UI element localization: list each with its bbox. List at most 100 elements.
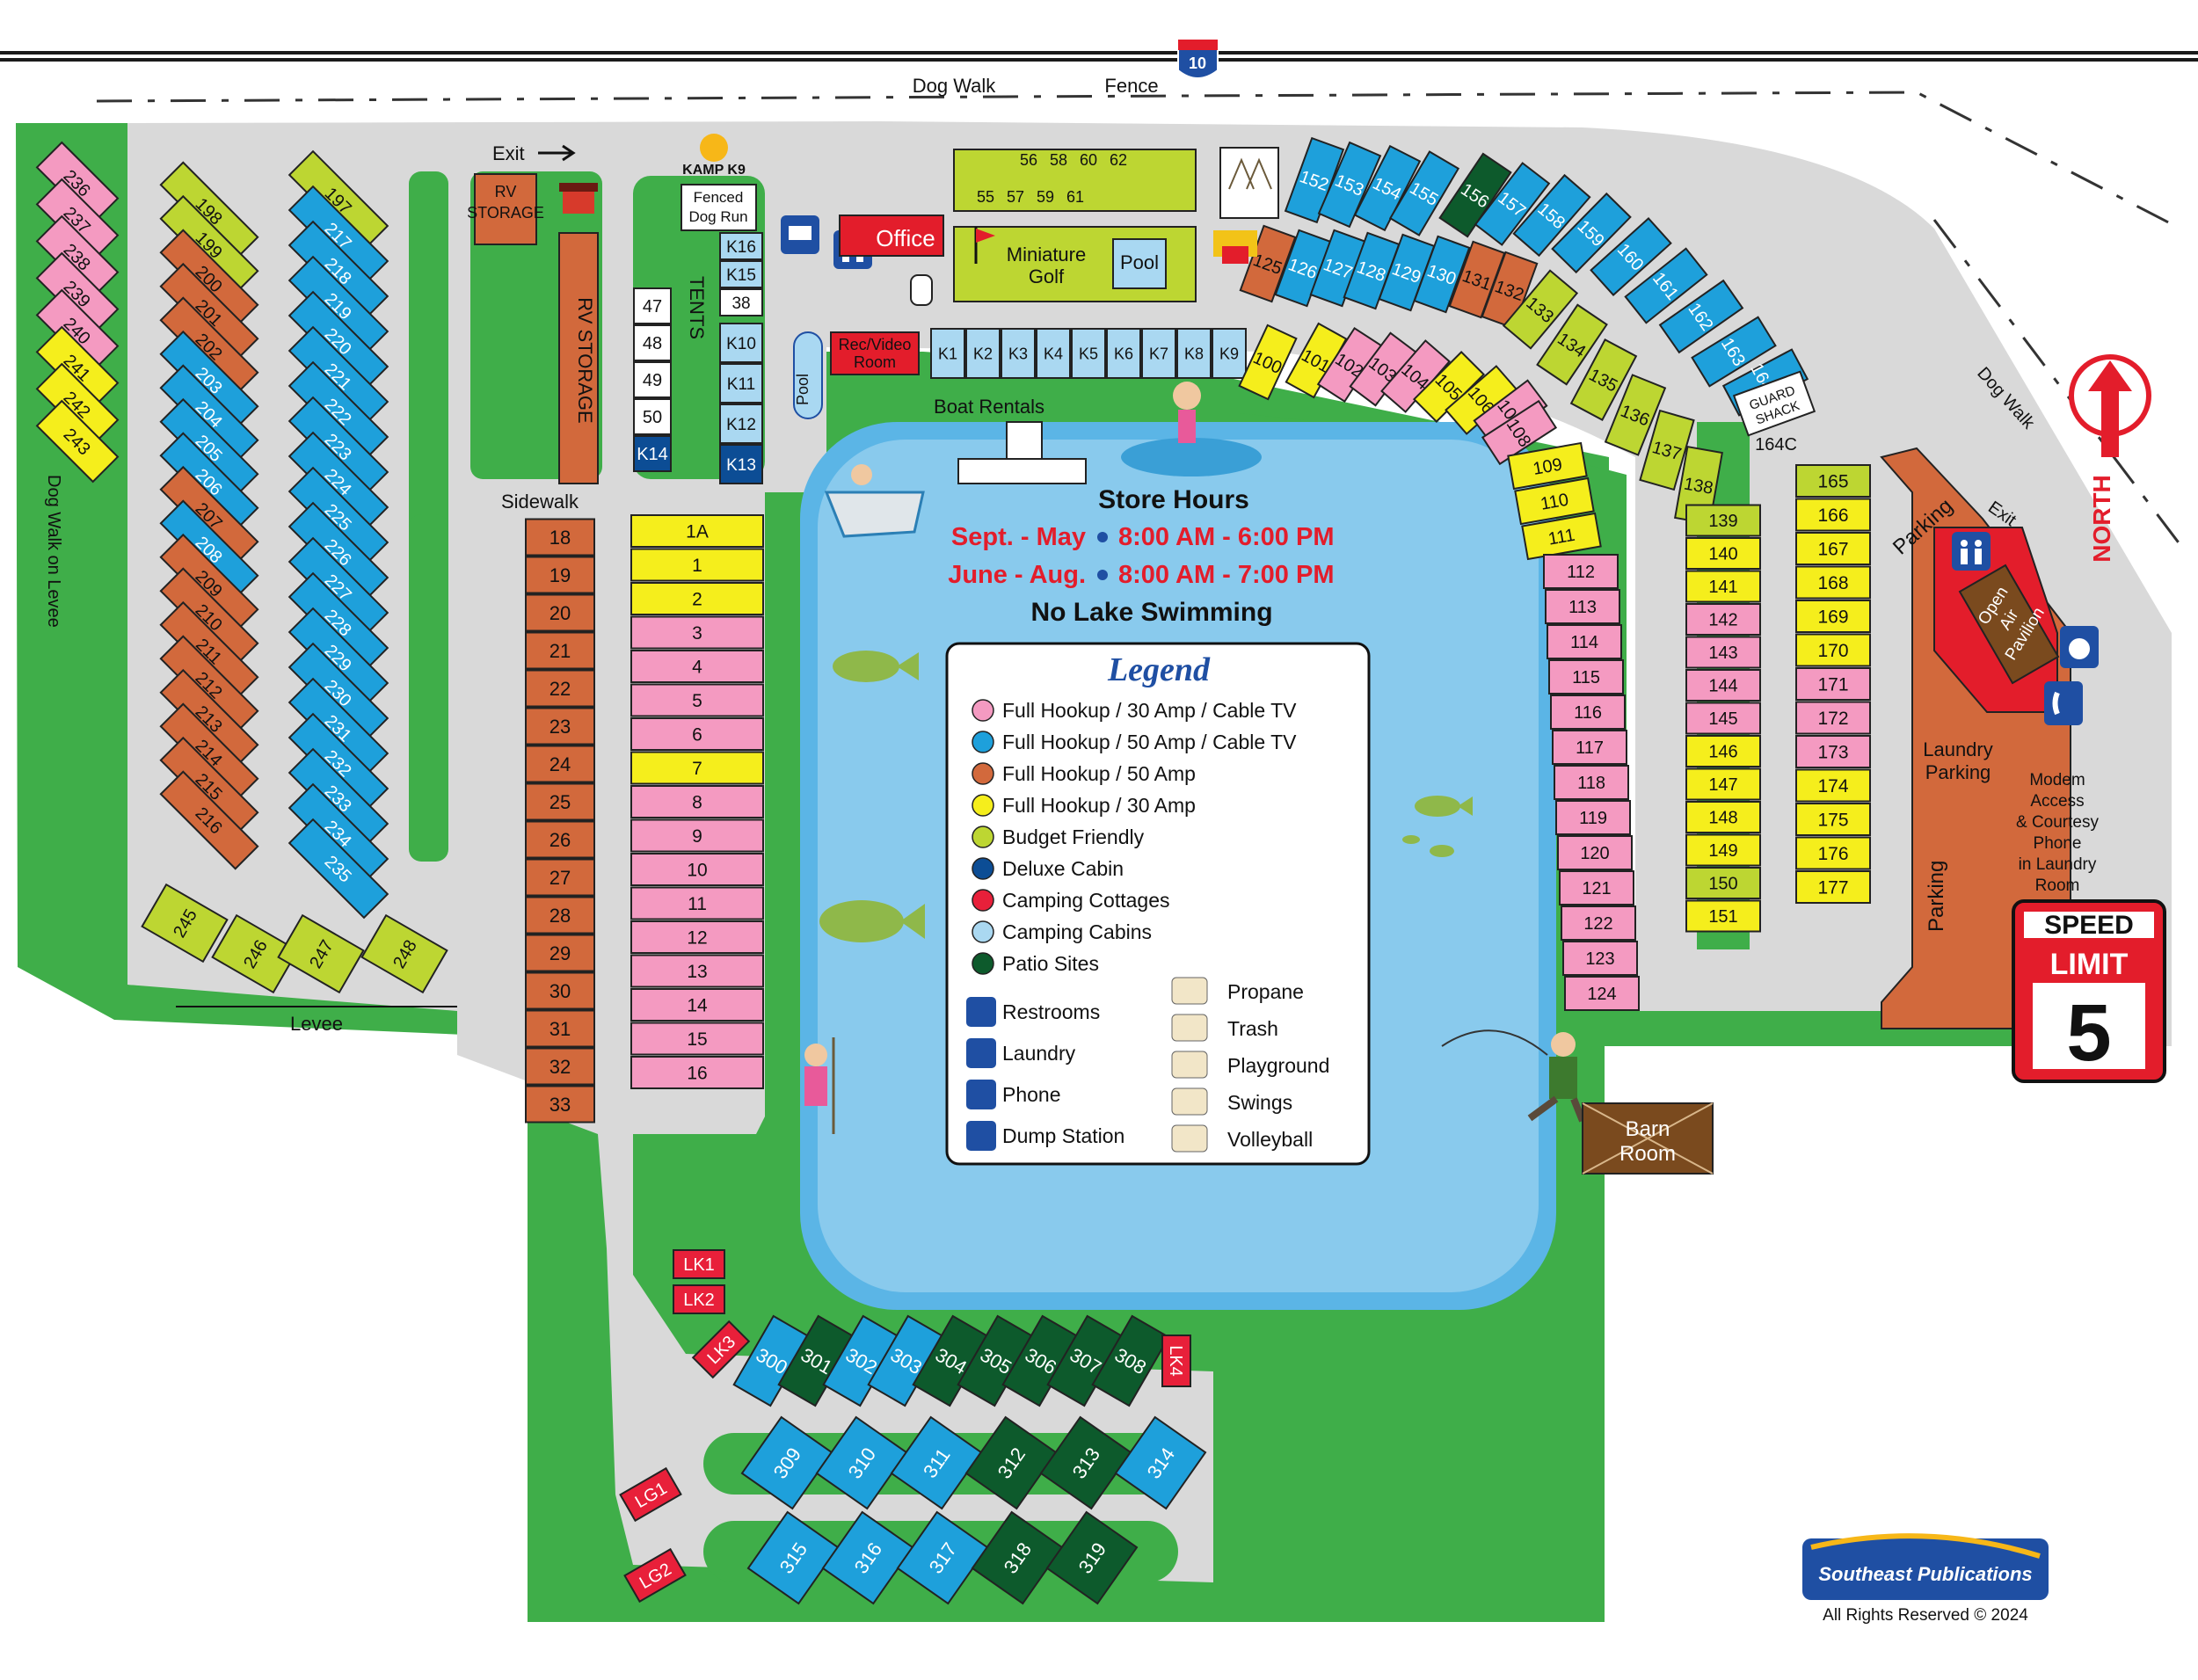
campsite-235: 235	[287, 818, 389, 920]
no-swimming-notice: No Lake Swimming	[1030, 598, 1272, 627]
legend-icon-label: Restrooms	[1002, 1000, 1100, 1023]
campsite-label: 112	[1567, 563, 1595, 582]
campsite-label: 1	[692, 556, 702, 576]
campsite-label: 145	[1708, 709, 1737, 729]
campsite-k10: K10	[719, 323, 763, 363]
campsite-label: 151	[1708, 907, 1737, 927]
legend-icon-item: Dump Station	[966, 1121, 1124, 1151]
dock	[1006, 421, 1043, 462]
campsite-147: 147	[1685, 767, 1761, 801]
north-label: NORTH	[2088, 475, 2115, 563]
boat-rentals-label: Boat Rentals	[934, 396, 1044, 418]
campsite-243: 243	[35, 399, 120, 484]
store-hours-line1-months: Sept. - May	[951, 523, 1086, 551]
laundry-parking-line1: Laundry	[1923, 738, 1993, 760]
legend-icon-label: Swings	[1227, 1091, 1292, 1114]
campsite-label: 142	[1708, 611, 1737, 630]
legend-item: Full Hookup / 30 Amp / Cable TV	[972, 699, 1297, 722]
campsite-label: 177	[1817, 878, 1848, 898]
dog-run-line1: Fenced	[694, 189, 744, 206]
phone-icon	[966, 1080, 996, 1109]
legend-item: Full Hookup / 50 Amp	[972, 762, 1196, 785]
legend: Legend Full Hookup / 30 Amp / Cable TVFu…	[945, 642, 1371, 1166]
campsite-label: 9	[692, 826, 702, 847]
campsite-125: 125	[1239, 224, 1297, 303]
campsite-label: 6	[692, 725, 702, 745]
barn-room: Barn Room	[1582, 1102, 1714, 1175]
campsite-161: 161	[1624, 247, 1708, 324]
campsite-label: 174	[1817, 776, 1848, 796]
campsite-146: 146	[1685, 735, 1761, 767]
modem-line6: Room	[2035, 876, 2080, 895]
campsite-9: 9	[630, 818, 764, 853]
campsite-label: K13	[726, 456, 756, 475]
legend-icon-label: Trash	[1227, 1017, 1278, 1040]
paddleboat-icon	[824, 464, 925, 538]
campsite-165: 165	[1795, 464, 1871, 498]
highway-number: 10	[1189, 55, 1206, 72]
dog-walk-levee-label: Dog Walk on Levee	[44, 475, 63, 628]
campsite-label: 15	[687, 1029, 707, 1050]
speed-limit-value: 5	[2066, 988, 2111, 1078]
dock-platform	[957, 458, 1087, 484]
campsite-label: 170	[1817, 641, 1848, 661]
campsite-149: 149	[1685, 833, 1761, 867]
campsite-29: 29	[525, 934, 595, 972]
campsite-lg1: LG1	[619, 1466, 682, 1523]
legend-label: Deluxe Cabin	[1002, 857, 1124, 880]
dump-station-icon	[966, 1121, 996, 1151]
campsite-134: 134	[1536, 303, 1608, 386]
site-164c-label: 164C	[1755, 435, 1797, 455]
campsite-label: LK2	[683, 1291, 715, 1310]
campsite-k5: K5	[1071, 328, 1106, 379]
campsite-231: 231	[287, 677, 389, 779]
bullet	[1097, 532, 1108, 542]
campsite-label: K3	[1008, 345, 1028, 362]
campsite-176: 176	[1795, 836, 1871, 870]
campsite-label: 55	[977, 188, 994, 206]
campsite-label: 141	[1708, 578, 1737, 597]
legend-icon-label: Laundry	[1002, 1042, 1076, 1065]
campsite-305: 305	[957, 1314, 1036, 1407]
mini-golf-line2: Golf	[1029, 265, 1065, 287]
legend-item: Full Hookup / 50 Amp / Cable TV	[972, 731, 1297, 753]
campsite-119: 119	[1555, 800, 1631, 835]
legend-icon-item: Laundry	[966, 1038, 1076, 1068]
campsite-157: 157	[1474, 162, 1551, 246]
campsite-313: 313	[1039, 1415, 1132, 1510]
campsite-label: LK4	[1166, 1345, 1185, 1377]
campsite-141: 141	[1685, 570, 1761, 603]
tents-label: TENTS	[686, 276, 708, 339]
parking-bottom-label: Parking	[1925, 861, 1948, 932]
campsite-108: 108	[1481, 399, 1558, 466]
campsite-171: 171	[1795, 667, 1871, 701]
campsite-135: 135	[1569, 338, 1638, 421]
campsite-label: 144	[1708, 677, 1737, 696]
campsite-label: 25	[550, 791, 571, 813]
campsite-label: 124	[1587, 985, 1616, 1004]
store-hours-line2-hours: 8:00 AM - 7:00 PM	[1118, 561, 1335, 589]
campsite-139: 139	[1685, 504, 1761, 537]
campsite-319: 319	[1045, 1510, 1139, 1605]
campsite-312: 312	[964, 1415, 1058, 1510]
legend-swatch	[972, 794, 994, 817]
legend-swatch	[972, 825, 994, 848]
campsite-128: 128	[1343, 231, 1401, 310]
dump-station-icon	[781, 215, 819, 254]
campsite-131: 131	[1448, 240, 1506, 319]
campsite-label: 11	[688, 894, 707, 914]
campsite-label: 32	[550, 1056, 571, 1078]
campsite-label: 29	[550, 942, 571, 964]
dog-walk-line	[1932, 219, 2182, 546]
legend-item: Deluxe Cabin	[972, 857, 1124, 880]
campsite-label: K1	[938, 345, 957, 362]
campsite-115: 115	[1548, 659, 1624, 695]
sidewalk-label: Sidewalk	[501, 491, 579, 513]
legend-icon-label: Propane	[1227, 980, 1304, 1003]
campsite-18: 18	[525, 518, 595, 556]
pool-side	[793, 331, 823, 419]
campsite-k11: K11	[719, 363, 763, 404]
campsite-172: 172	[1795, 701, 1871, 735]
